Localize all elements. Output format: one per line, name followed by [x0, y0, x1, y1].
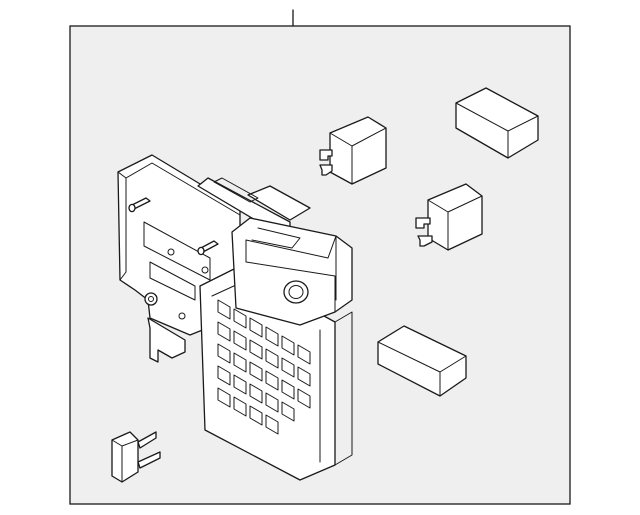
fuse-slot-grid [217, 299, 311, 435]
stud-pins [128, 197, 219, 274]
relay-icon [415, 183, 483, 251]
relay-icon [319, 116, 387, 185]
fuse-box-assembly [117, 154, 353, 481]
mounting-bracket [147, 317, 186, 363]
front-cover [231, 217, 353, 326]
rectangular-block [377, 325, 467, 397]
mount-ring [144, 292, 158, 306]
badge-icon [283, 280, 309, 304]
clip-icon [111, 431, 161, 483]
rectangular-block [455, 87, 539, 159]
